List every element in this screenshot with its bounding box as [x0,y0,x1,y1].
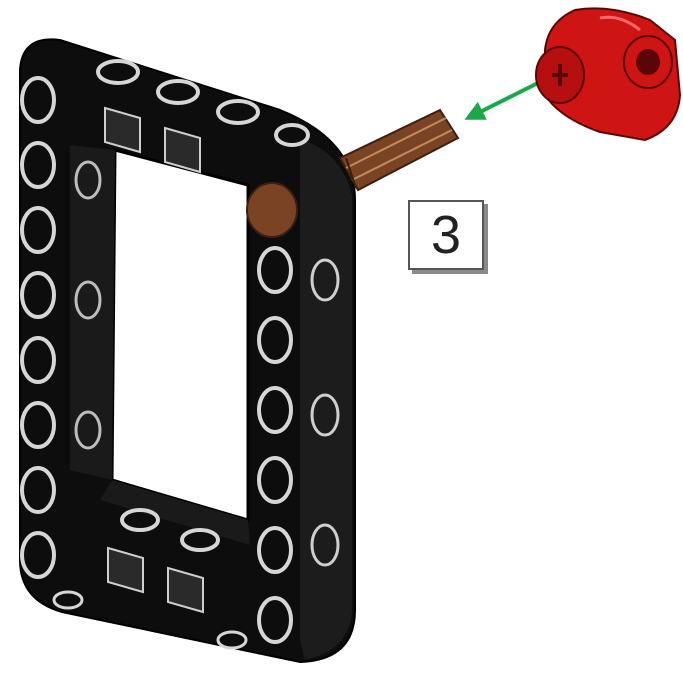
assembly-arrow [468,78,548,118]
quantity-callout: 3 [408,200,484,270]
axle-end [247,183,297,237]
liftarm-frame [20,39,355,662]
red-connector [536,8,680,140]
quantity-label: 3 [431,208,461,262]
brown-axle [340,110,458,190]
